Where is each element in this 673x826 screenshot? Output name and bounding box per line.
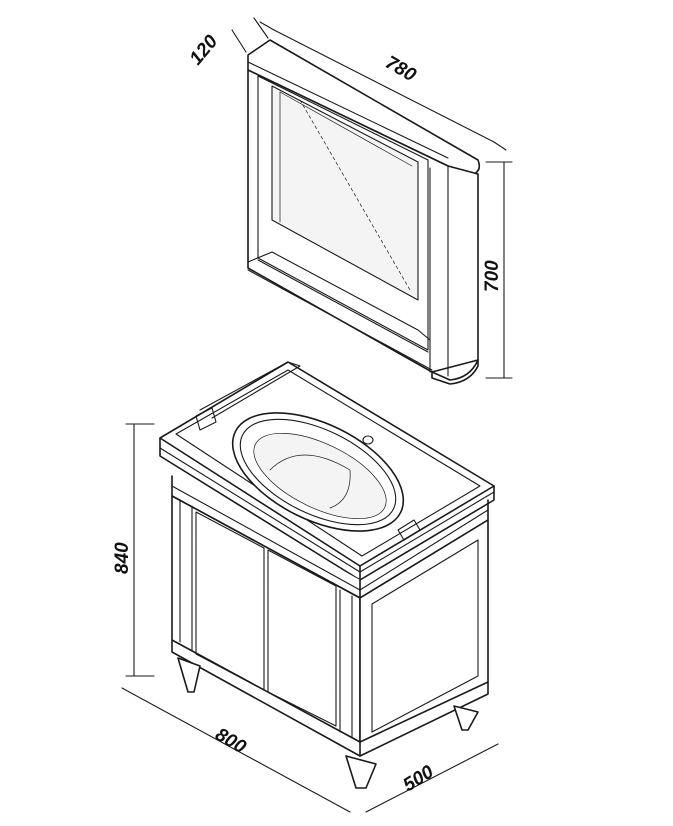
vanity-unit xyxy=(159,361,495,789)
mirror-width-label: 780 xyxy=(382,52,420,86)
dimension-lines xyxy=(121,17,513,813)
mirror-depth-label: 120 xyxy=(186,31,223,69)
vanity-depth-label: 500 xyxy=(400,761,438,796)
vanity-height-label: 840 xyxy=(112,542,133,574)
vanity-width-label: 800 xyxy=(212,724,250,758)
mirror-height-label: 700 xyxy=(482,260,503,292)
mirror-cabinet xyxy=(247,39,481,385)
